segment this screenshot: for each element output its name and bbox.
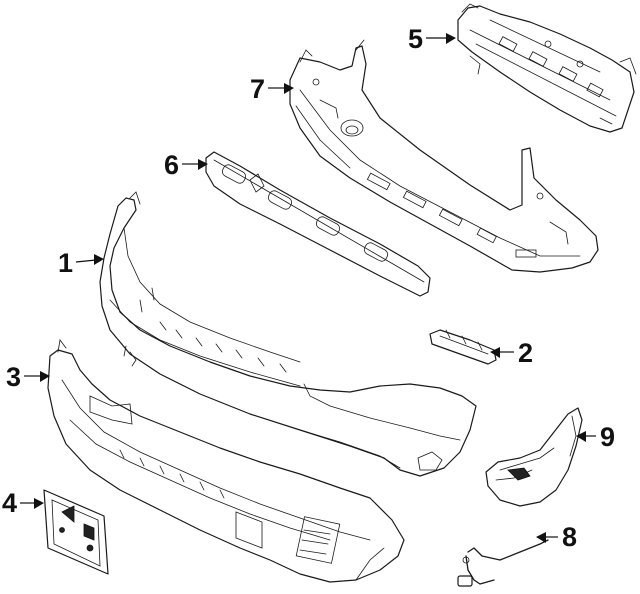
callout-6: 6	[164, 150, 208, 180]
callout-label-9: 9	[600, 422, 615, 452]
arrow-icon	[446, 33, 456, 44]
callout-label-7: 7	[250, 74, 265, 104]
callout-7: 7	[250, 74, 294, 104]
part-2-bracket	[429, 329, 497, 365]
part-7-reinforcement-beam	[289, 39, 599, 273]
callout-1: 1	[58, 248, 104, 278]
part-9-side-bracket	[485, 407, 583, 507]
part-4-license-bracket	[43, 489, 109, 575]
callout-label-4: 4	[2, 488, 17, 518]
arrow-icon	[490, 347, 500, 358]
callout-label-5: 5	[408, 24, 423, 54]
arrow-icon	[94, 254, 104, 265]
arrow-icon	[284, 83, 294, 94]
callout-label-2: 2	[518, 338, 533, 368]
callout-5: 5	[408, 24, 456, 54]
callout-4: 4	[2, 488, 44, 518]
arrow-icon	[198, 159, 208, 170]
callout-8: 8	[536, 522, 577, 552]
arrow-icon	[34, 498, 44, 509]
part-3-lower-valance	[47, 339, 405, 583]
callout-label-3: 3	[6, 362, 21, 392]
part-1-bumper-cover	[99, 191, 477, 477]
callout-2: 2	[490, 338, 533, 368]
part-8-harness	[457, 539, 549, 587]
part-6-absorber-bracket	[205, 151, 431, 297]
callout-label-8: 8	[562, 522, 577, 552]
callout-label-6: 6	[164, 150, 179, 180]
arrow-icon	[576, 431, 586, 442]
callout-3: 3	[6, 362, 50, 392]
arrow-icon	[536, 532, 546, 543]
part-5-upper-support	[457, 3, 637, 133]
callout-label-1: 1	[58, 248, 73, 278]
arrow-icon	[40, 371, 50, 382]
callout-9: 9	[576, 422, 615, 452]
